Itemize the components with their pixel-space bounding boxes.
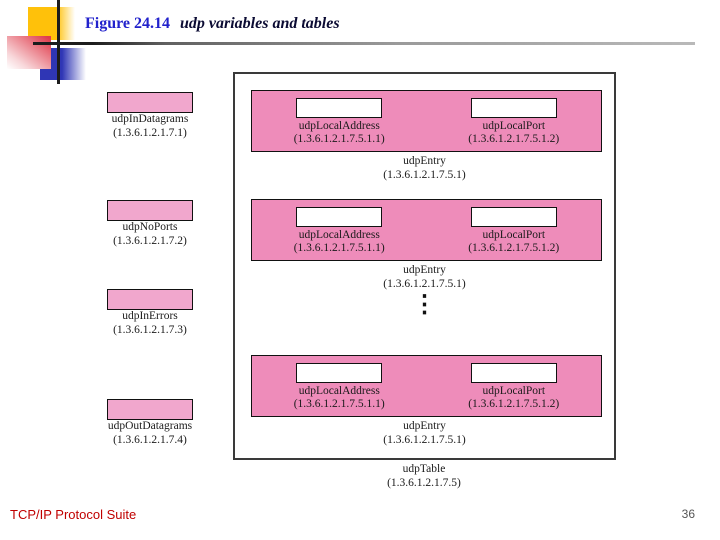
figure-title: udp variables and tables — [180, 15, 340, 32]
variable-label: udpInDatagrams (1.3.6.1.2.1.7.1) — [70, 112, 230, 140]
variable-oid: (1.3.6.1.2.1.7.1) — [113, 127, 187, 139]
field-name: udpLocalPort — [482, 385, 546, 397]
variable-label: udpNoPorts (1.3.6.1.2.1.7.2) — [70, 220, 230, 248]
variable-box-udpInDatagrams — [107, 92, 193, 113]
udp-entry-label: udpEntry (1.3.6.1.2.1.7.5.1) — [235, 154, 614, 182]
page-number: 36 — [681, 507, 695, 521]
variable-oid: (1.3.6.1.2.1.7.3) — [113, 324, 187, 336]
variable-box-udpInErrors — [107, 289, 193, 310]
table-oid: (1.3.6.1.2.1.7.5) — [387, 477, 461, 489]
field-name: udpLocalAddress — [298, 385, 380, 397]
udp-local-address-cell: udpLocalAddress (1.3.6.1.2.1.7.5.1.1) — [252, 356, 427, 416]
footer-title: TCP/IP Protocol Suite — [10, 507, 137, 522]
field-name: udpLocalPort — [482, 229, 546, 241]
field-oid: (1.3.6.1.2.1.7.5.1.2) — [468, 398, 560, 410]
variable-label: udpInErrors (1.3.6.1.2.1.7.3) — [70, 309, 230, 337]
table-name: udpTable — [402, 463, 446, 475]
field-name: udpLocalAddress — [298, 120, 380, 132]
title-divider-line — [33, 42, 695, 45]
udp-table-box: udpLocalAddress (1.3.6.1.2.1.7.5.1.1) ud… — [233, 72, 616, 460]
vertical-ellipsis: ⋮ — [412, 292, 437, 318]
udp-entry-label: udpEntry (1.3.6.1.2.1.7.5.1) — [235, 419, 614, 447]
udp-local-address-cell: udpLocalAddress (1.3.6.1.2.1.7.5.1.1) — [252, 91, 427, 151]
variable-name: udpInDatagrams — [111, 113, 189, 125]
field-name: udpLocalAddress — [298, 229, 380, 241]
udp-table-label: udpTable (1.3.6.1.2.1.7.5) — [324, 462, 524, 490]
field-oid: (1.3.6.1.2.1.7.5.1.2) — [468, 133, 560, 145]
variable-box-udpOutDatagrams — [107, 399, 193, 420]
value-box — [470, 363, 557, 383]
entry-name: udpEntry — [403, 155, 446, 167]
variable-name: udpOutDatagrams — [107, 420, 193, 432]
udp-entry-row: udpLocalAddress (1.3.6.1.2.1.7.5.1.1) ud… — [251, 355, 602, 417]
variable-label: udpOutDatagrams (1.3.6.1.2.1.7.4) — [70, 419, 230, 447]
udp-local-port-cell: udpLocalPort (1.3.6.1.2.1.7.5.1.2) — [427, 200, 602, 260]
entry-oid: (1.3.6.1.2.1.7.5.1) — [383, 169, 466, 181]
entry-oid: (1.3.6.1.2.1.7.5.1) — [383, 434, 466, 446]
variable-name: udpNoPorts — [122, 221, 178, 233]
udp-local-address-cell: udpLocalAddress (1.3.6.1.2.1.7.5.1.1) — [252, 200, 427, 260]
value-box — [470, 207, 557, 227]
field-oid: (1.3.6.1.2.1.7.5.1.1) — [293, 133, 385, 145]
variable-oid: (1.3.6.1.2.1.7.4) — [113, 434, 187, 446]
entry-oid: (1.3.6.1.2.1.7.5.1) — [383, 278, 466, 290]
udp-entry-row: udpLocalAddress (1.3.6.1.2.1.7.5.1.1) ud… — [251, 199, 602, 261]
field-oid: (1.3.6.1.2.1.7.5.1.2) — [468, 242, 560, 254]
variable-name: udpInErrors — [122, 310, 178, 322]
decoration-yellow-square — [28, 7, 75, 40]
variable-box-udpNoPorts — [107, 200, 193, 221]
udp-local-port-cell: udpLocalPort (1.3.6.1.2.1.7.5.1.2) — [427, 91, 602, 151]
value-box — [296, 98, 383, 118]
value-box — [470, 98, 557, 118]
variable-oid: (1.3.6.1.2.1.7.2) — [113, 235, 187, 247]
value-box — [296, 363, 383, 383]
field-oid: (1.3.6.1.2.1.7.5.1.1) — [293, 398, 385, 410]
figure-label: Figure 24.14 — [85, 15, 171, 32]
entry-name: udpEntry — [403, 264, 446, 276]
decoration-red-square — [7, 36, 51, 69]
field-name: udpLocalPort — [482, 120, 546, 132]
value-box — [296, 207, 383, 227]
udp-local-port-cell: udpLocalPort (1.3.6.1.2.1.7.5.1.2) — [427, 356, 602, 416]
udp-entry-row: udpLocalAddress (1.3.6.1.2.1.7.5.1.1) ud… — [251, 90, 602, 152]
udp-entry-label: udpEntry (1.3.6.1.2.1.7.5.1) — [235, 263, 614, 291]
field-oid: (1.3.6.1.2.1.7.5.1.1) — [293, 242, 385, 254]
entry-name: udpEntry — [403, 420, 446, 432]
